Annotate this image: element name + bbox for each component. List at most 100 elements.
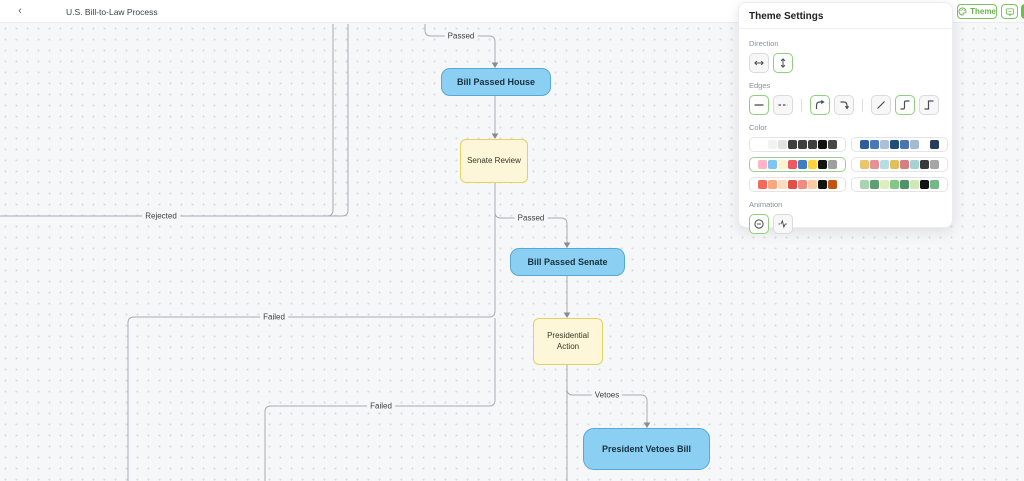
animation-buttons: [749, 214, 942, 234]
color-swatch: [900, 180, 909, 189]
color-swatch: [890, 180, 899, 189]
color-swatch: [910, 160, 919, 169]
color-swatch: [808, 180, 817, 189]
color-swatch: [930, 140, 939, 149]
direction-horizontal-button[interactable]: [749, 53, 769, 73]
palette-warm-muted[interactable]: [851, 157, 948, 172]
color-swatch: [900, 160, 909, 169]
feedback-button[interactable]: [1001, 4, 1018, 19]
curve-down-icon: [840, 101, 850, 110]
color-swatch: [860, 180, 869, 189]
color-swatch: [798, 140, 807, 149]
node-president-vetoes-bill[interactable]: President Vetoes Bill: [583, 428, 710, 470]
color-swatch: [828, 160, 837, 169]
color-swatch: [900, 140, 909, 149]
palette-bright[interactable]: [749, 157, 846, 172]
color-swatch: [880, 160, 889, 169]
smoothstep-icon: [900, 100, 910, 110]
color-swatch: [768, 160, 777, 169]
direction-vertical-button[interactable]: [773, 53, 793, 73]
color-swatch: [798, 160, 807, 169]
color-swatch: [778, 140, 787, 149]
color-swatch: [910, 140, 919, 149]
direction-section-label: Direction: [749, 39, 779, 48]
animation-pulse-button[interactable]: [773, 214, 793, 234]
color-swatch: [930, 160, 939, 169]
color-swatch: [890, 160, 899, 169]
curve-up-icon: [815, 99, 825, 109]
color-swatch: [860, 160, 869, 169]
color-swatch: [788, 140, 797, 149]
node-senate-review[interactable]: Senate Review: [460, 139, 528, 183]
color-swatch: [758, 180, 767, 189]
animation-off-button[interactable]: [749, 214, 769, 234]
edge-label-passed-house: Passed: [444, 30, 478, 42]
color-swatch: [808, 140, 817, 149]
solid-line-icon: [754, 104, 764, 106]
dashed-line-icon: [778, 104, 788, 106]
color-swatch: [818, 180, 827, 189]
divider: [862, 98, 863, 112]
edge-failed-2: [264, 318, 496, 481]
edge-failed-1: [127, 183, 496, 481]
edge-rejected-2: [316, 24, 334, 217]
chevron-left-icon: ‹: [18, 5, 22, 17]
edge-dashed-button[interactable]: [773, 95, 793, 115]
step-icon: [924, 100, 934, 110]
divider: [739, 28, 952, 29]
direction-buttons: [749, 53, 942, 73]
palette-grayscale[interactable]: [749, 137, 846, 152]
edge-label-passed-senate: Passed: [514, 212, 548, 224]
theme-settings-panel: Theme Settings Direction Edges: [738, 2, 953, 234]
circle-minus-icon: [754, 219, 764, 229]
color-swatch: [920, 140, 929, 149]
color-swatch: [910, 180, 919, 189]
animation-section-label: Animation: [749, 200, 783, 209]
color-palette-grid: [749, 137, 948, 192]
edge-curve-down-button[interactable]: [834, 95, 854, 115]
color-swatch: [870, 180, 879, 189]
color-swatch: [818, 140, 827, 149]
edge-label-rejected: Rejected: [142, 210, 180, 222]
back-button[interactable]: ‹: [12, 3, 28, 19]
color-swatch: [768, 180, 777, 189]
color-section-label: Color: [749, 123, 767, 132]
pulse-icon: [778, 219, 788, 229]
edge-step-button[interactable]: [919, 95, 939, 115]
edge-rejected: [0, 24, 349, 217]
node-bill-passed-senate[interactable]: Bill Passed Senate: [510, 248, 625, 276]
edge-label-failed-1: Failed: [260, 311, 288, 323]
palette-reds[interactable]: [749, 177, 846, 192]
node-presidential-action[interactable]: Presidential Action: [533, 318, 603, 365]
panel-title: Theme Settings: [749, 11, 824, 22]
color-swatch: [880, 140, 889, 149]
edge-straight-button[interactable]: [871, 95, 891, 115]
arrow-vertical-icon: [780, 58, 786, 68]
color-swatch: [768, 140, 777, 149]
color-swatch: [758, 140, 767, 149]
color-swatch: [758, 160, 767, 169]
color-swatch: [788, 180, 797, 189]
color-swatch: [890, 140, 899, 149]
color-swatch: [828, 180, 837, 189]
edge-arrowheads: [491, 62, 651, 428]
edge-curve-up-button[interactable]: [810, 95, 830, 115]
node-bill-passed-house[interactable]: Bill Passed House: [441, 68, 551, 96]
color-swatch: [870, 140, 879, 149]
color-swatch: [860, 140, 869, 149]
edges-section-label: Edges: [749, 81, 771, 90]
color-swatch: [930, 180, 939, 189]
palette-blues[interactable]: [851, 137, 948, 152]
edge-label-failed-2: Failed: [367, 400, 395, 412]
edge-smoothstep-button[interactable]: [895, 95, 915, 115]
color-swatch: [808, 160, 817, 169]
color-swatch: [920, 180, 929, 189]
palette-greens[interactable]: [851, 177, 948, 192]
edge-solid-button[interactable]: [749, 95, 769, 115]
feedback-icon: [1005, 7, 1014, 16]
divider: [801, 98, 802, 112]
straight-line-icon: [877, 101, 885, 109]
arrow-horizontal-icon: [754, 60, 764, 66]
share-button[interactable]: [1021, 4, 1024, 19]
theme-button[interactable]: Theme: [957, 4, 997, 19]
